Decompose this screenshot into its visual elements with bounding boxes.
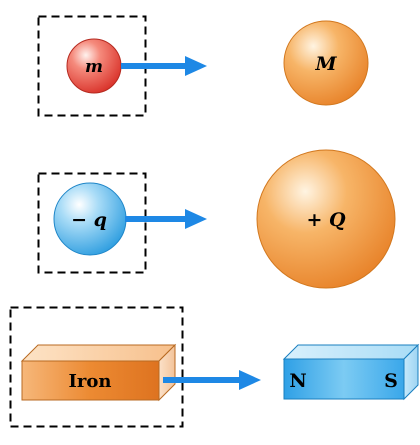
arrow-right-icon [121,56,207,76]
iron-bar [20,343,177,402]
magnet-south-label: S [384,370,398,392]
charge-label-positive: + Q [306,209,346,231]
bar-magnet [282,343,420,401]
dashed-box-iron [9,306,184,428]
arrow-right-icon [125,209,207,229]
mass-sphere-large [283,20,369,106]
iron-label: Iron [69,371,112,392]
magnet-north-label: N [289,370,306,392]
positive-charge-sphere [256,149,396,289]
mass-label-m: m [85,57,103,77]
dashed-box-charge [37,172,147,274]
charge-label-negative: − q [71,209,107,231]
arrow-right-icon [163,370,261,390]
mass-label-M: M [314,53,337,75]
